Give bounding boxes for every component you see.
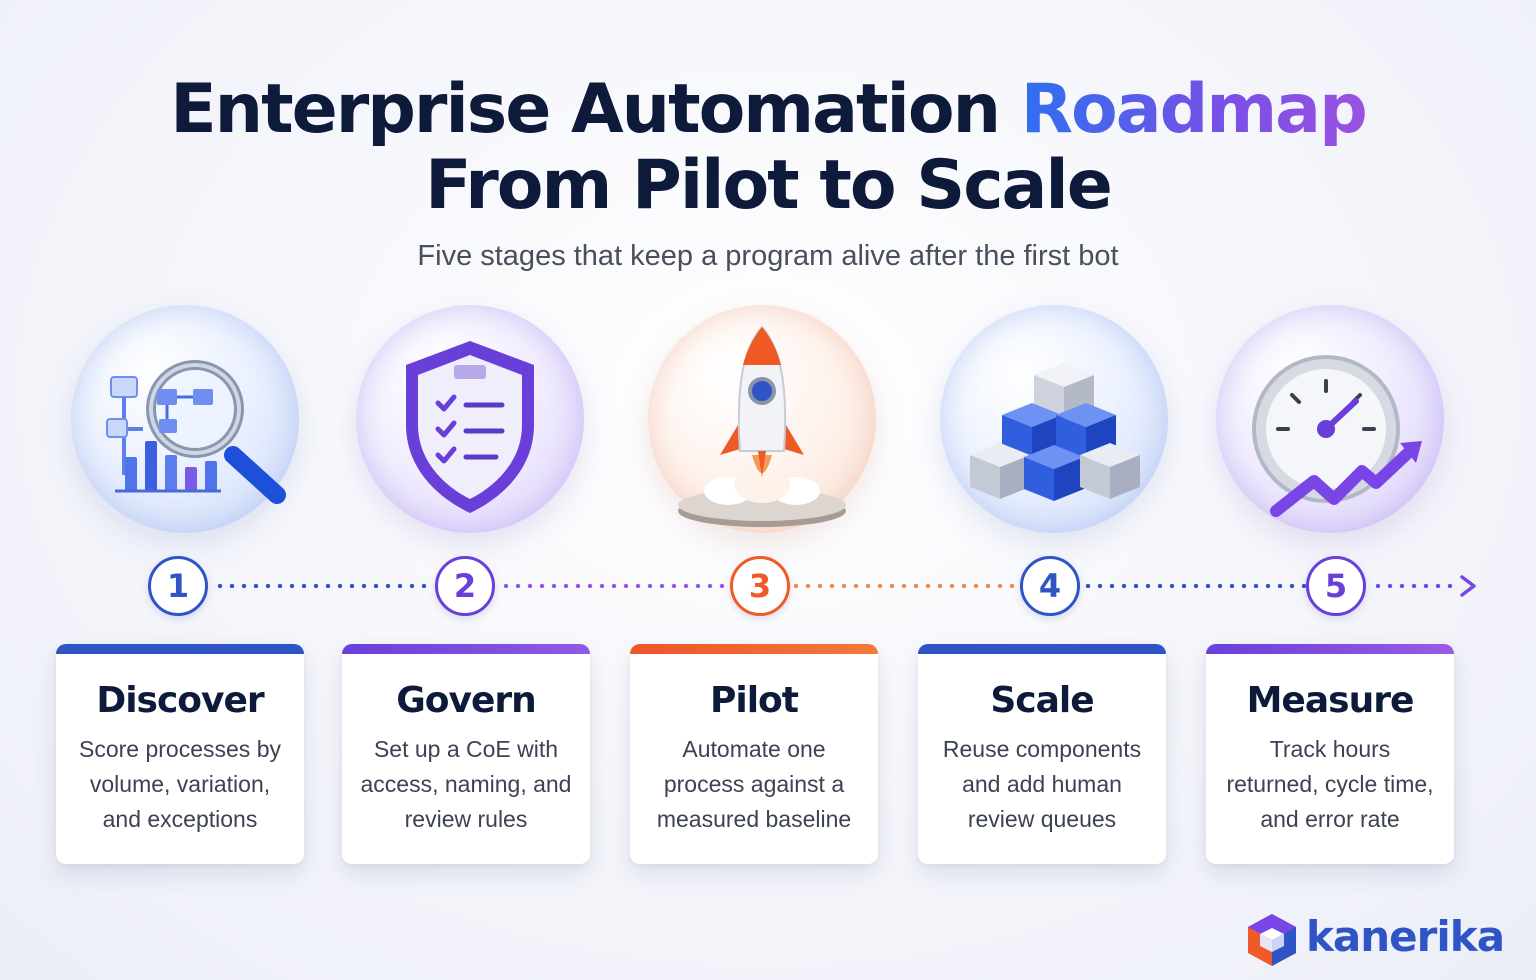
cubes-icon xyxy=(970,363,1140,501)
connector-2-3 xyxy=(500,584,730,588)
card-accent-bar xyxy=(342,644,590,654)
card-accent-bar xyxy=(918,644,1166,654)
stage-description: Reuse components and add human review qu… xyxy=(942,736,1142,832)
stage-card-discover: Discover Score processes by volume, vari… xyxy=(56,644,304,864)
measure-orb xyxy=(1216,305,1444,533)
connector-3-4 xyxy=(790,584,1022,588)
connector-4-5 xyxy=(1082,584,1306,588)
scale-orb xyxy=(940,305,1168,533)
arrow-right-icon xyxy=(1460,575,1476,597)
shield-checklist-icon xyxy=(406,341,534,513)
stage-card-scale: Scale Reuse components and add human rev… xyxy=(918,644,1166,864)
stage-description: Track hours returned, cycle time, and er… xyxy=(1226,736,1434,832)
stage-title: Scale xyxy=(990,680,1094,721)
kanerika-logo-icon xyxy=(1248,914,1296,966)
card-accent-bar xyxy=(56,644,304,654)
magnifier-chart-icon xyxy=(106,360,286,504)
discover-orb xyxy=(71,305,299,533)
step-number-2: 2 xyxy=(435,556,495,616)
stage-card-govern: Govern Set up a CoE with access, naming,… xyxy=(342,644,590,864)
stage-description: Set up a CoE with access, naming, and re… xyxy=(360,736,572,832)
title-main: Enterprise Automation xyxy=(170,70,1001,149)
step-number-5: 5 xyxy=(1306,556,1366,616)
stage-card-measure: Measure Track hours returned, cycle time… xyxy=(1206,644,1454,864)
stage-title: Discover xyxy=(96,680,264,721)
brand-name: kanerika xyxy=(1306,912,1505,961)
step-number-3: 3 xyxy=(730,556,790,616)
title-accent: Roadmap xyxy=(1020,70,1368,149)
step-number-4: 4 xyxy=(1020,556,1080,616)
stage-title: Govern xyxy=(396,680,537,721)
stage-card-pilot: Pilot Automate one process against a mea… xyxy=(630,644,878,864)
stage-description: Score processes by volume, variation, an… xyxy=(79,736,281,832)
connector-5-end xyxy=(1372,584,1458,588)
card-accent-bar xyxy=(1206,644,1454,654)
page-title-line-2: From Pilot to Scale xyxy=(425,146,1113,225)
connector-1-2 xyxy=(214,584,434,588)
govern-orb xyxy=(356,305,584,533)
card-accent-bar xyxy=(630,644,878,654)
pilot-orb xyxy=(648,305,876,533)
page-title-line-1: Enterprise Automation Roadmap xyxy=(0,76,1536,144)
rocket-icon xyxy=(678,325,846,527)
stage-description: Automate one process against a measured … xyxy=(656,736,852,832)
page-subtitle: Five stages that keep a program alive af… xyxy=(417,240,1119,272)
step-number-1: 1 xyxy=(148,556,208,616)
stage-title: Pilot xyxy=(709,680,799,721)
gauge-trend-icon xyxy=(1252,355,1422,517)
stage-title: Measure xyxy=(1246,680,1415,721)
